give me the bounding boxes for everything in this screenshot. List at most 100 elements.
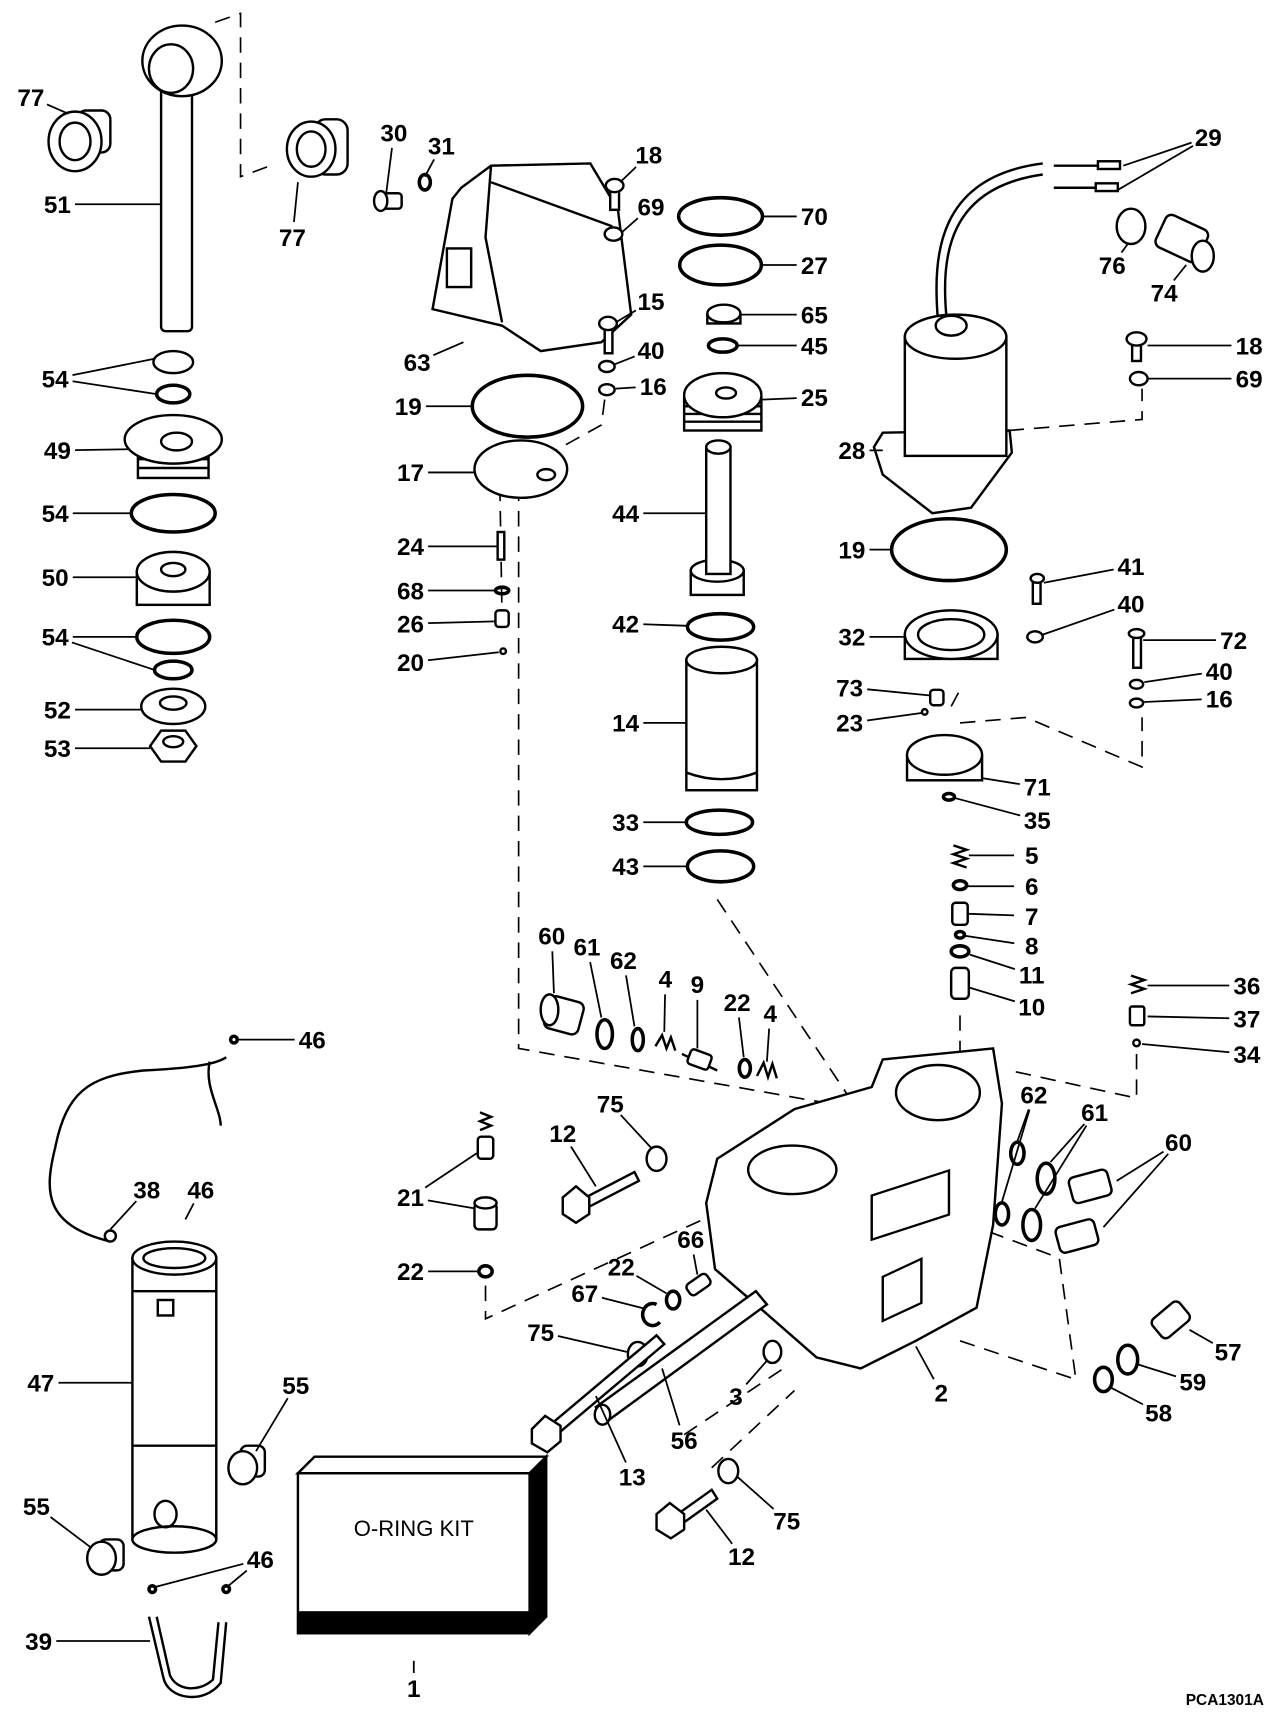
part-16-washer-a[interactable]: [597, 382, 616, 397]
part-65-seal[interactable]: [706, 303, 742, 325]
part-63-reservoir-cover[interactable]: [431, 162, 633, 353]
part-31-oring[interactable]: [417, 172, 433, 192]
part-52-washer[interactable]: [140, 687, 207, 726]
part-22-oring-b[interactable]: [477, 1264, 494, 1279]
part-59-oring[interactable]: [1116, 1343, 1140, 1376]
part-62-oring-a[interactable]: [630, 1026, 646, 1053]
part-46-oring-b[interactable]: [147, 1584, 158, 1595]
part-54-seal-a[interactable]: [152, 349, 195, 375]
part-9-check-valve[interactable]: [681, 1048, 718, 1072]
part-54-oring-d[interactable]: [152, 659, 194, 681]
part-75-washer-c[interactable]: [717, 1457, 740, 1485]
part-4-spring-b[interactable]: [755, 1059, 778, 1082]
part-54-oring-a[interactable]: [154, 383, 192, 405]
part-10-valve[interactable]: [949, 966, 971, 1000]
part-61-oring-a[interactable]: [595, 1017, 615, 1051]
part-42-ring[interactable]: [685, 611, 756, 642]
part-46-oring-c[interactable]: [221, 1584, 232, 1595]
part-3-bushing[interactable]: [762, 1339, 783, 1365]
part-34-ball[interactable]: [1132, 1038, 1142, 1048]
part-13-long-bolt[interactable]: [530, 1333, 667, 1454]
part-33-ring[interactable]: [684, 808, 755, 837]
part-18-screw-b[interactable]: [1125, 331, 1148, 363]
part-72-screw[interactable]: [1127, 627, 1146, 669]
part-32-gear-pump[interactable]: [903, 609, 999, 661]
part-40-washer-b[interactable]: [1026, 630, 1044, 644]
part-51-piston-rod[interactable]: [141, 24, 224, 333]
part-38-fitting[interactable]: [103, 1229, 118, 1243]
part-27-oring[interactable]: [677, 243, 764, 287]
part-60-plug-b[interactable]: [1067, 1168, 1113, 1205]
part-60-plug-a[interactable]: [539, 993, 586, 1036]
part-61-oring-b[interactable]: [1035, 1161, 1057, 1196]
part-40-washer-c[interactable]: [1128, 678, 1145, 690]
part-18-screw-a[interactable]: [604, 177, 625, 212]
part-76-grommet[interactable]: [1115, 207, 1147, 246]
part-39-tube[interactable]: [147, 1616, 228, 1699]
part-7-valve[interactable]: [951, 901, 969, 927]
part-44-piston-shaft[interactable]: [689, 439, 745, 597]
part-57-valve[interactable]: [1149, 1299, 1192, 1340]
part-22-oring-a[interactable]: [737, 1057, 753, 1079]
part-19-oring-a[interactable]: [470, 373, 585, 439]
part-74-connector[interactable]: [1153, 213, 1216, 273]
part-60-plug-c[interactable]: [1054, 1218, 1100, 1254]
part-12-bolt-b[interactable]: [655, 1488, 719, 1540]
part-28-pump-motor[interactable]: [872, 162, 1043, 515]
part-20-ball[interactable]: [499, 647, 508, 656]
part-6-oring[interactable]: [951, 878, 969, 892]
part-58-oring[interactable]: [1092, 1365, 1115, 1394]
part-77-bushing-left[interactable]: [47, 109, 112, 173]
part-50-piston[interactable]: [135, 550, 211, 607]
part-22-oring-c[interactable]: [664, 1289, 682, 1311]
part-55-bushing-b[interactable]: [85, 1538, 125, 1576]
part-12-bolt-a[interactable]: [561, 1170, 641, 1225]
part-19-oring-b[interactable]: [889, 517, 1009, 583]
part-77-bushing-right[interactable]: [285, 118, 349, 178]
part-54-oring-b[interactable]: [129, 492, 217, 534]
part-21-valve-assembly[interactable]: [473, 1111, 498, 1231]
part-25-cap[interactable]: [682, 371, 763, 432]
part-70-oring[interactable]: [676, 195, 765, 237]
part-35-oring[interactable]: [941, 791, 957, 802]
part-62-oring-b[interactable]: [1008, 1140, 1026, 1167]
part-30-fitting[interactable]: [372, 189, 403, 213]
part-75-washer-a[interactable]: [645, 1145, 668, 1173]
part-69-washer-a[interactable]: [603, 226, 624, 242]
part-1-o-ring-kit[interactable]: O-RING KIT: [295, 1453, 550, 1637]
part-29-terminals[interactable]: [1053, 160, 1122, 193]
part-45-oring[interactable]: [706, 337, 739, 354]
part-55-bushing-a[interactable]: [227, 1444, 267, 1486]
part-2-pump-housing[interactable]: [704, 1047, 1004, 1370]
part-14-cylinder-sleeve[interactable]: [685, 645, 759, 792]
part-49-end-cap[interactable]: [123, 413, 224, 480]
part-62-oring-c[interactable]: [993, 1201, 1011, 1227]
part-66-fitting[interactable]: [685, 1272, 712, 1297]
part-56-pin[interactable]: [593, 1289, 769, 1426]
part-24-screw[interactable]: [496, 530, 506, 561]
part-67-retaining-ring[interactable]: [640, 1301, 662, 1328]
part-17-plate[interactable]: [473, 439, 569, 500]
part-37-seat[interactable]: [1128, 1005, 1146, 1027]
part-69-washer-b[interactable]: [1128, 370, 1149, 387]
part-41-screw[interactable]: [1029, 572, 1046, 605]
part-46-hose[interactable]: [48, 1056, 227, 1243]
part-53-nut[interactable]: [148, 729, 198, 763]
part-47-cylinder[interactable]: [131, 1240, 218, 1554]
part-36-spring[interactable]: [1127, 974, 1149, 995]
part-8-oring[interactable]: [953, 929, 967, 940]
part-23-ball[interactable]: [920, 707, 929, 716]
part-11-oring[interactable]: [949, 944, 971, 959]
part-54-oring-c[interactable]: [135, 618, 212, 656]
part-43-oring[interactable]: [685, 849, 756, 884]
part-61-oring-c[interactable]: [1021, 1207, 1043, 1243]
part-40-washer-a[interactable]: [597, 359, 616, 374]
part-73-valve[interactable]: [928, 688, 945, 707]
part-26-seat[interactable]: [494, 609, 510, 629]
part-71-valve-body[interactable]: [905, 733, 984, 782]
part-4-spring-a[interactable]: [654, 1032, 677, 1052]
part-15-screw[interactable]: [597, 315, 619, 355]
part-5-spring[interactable]: [949, 844, 971, 869]
part-46-oring-a[interactable]: [228, 1034, 240, 1045]
part-16-washer-b[interactable]: [1128, 697, 1145, 709]
